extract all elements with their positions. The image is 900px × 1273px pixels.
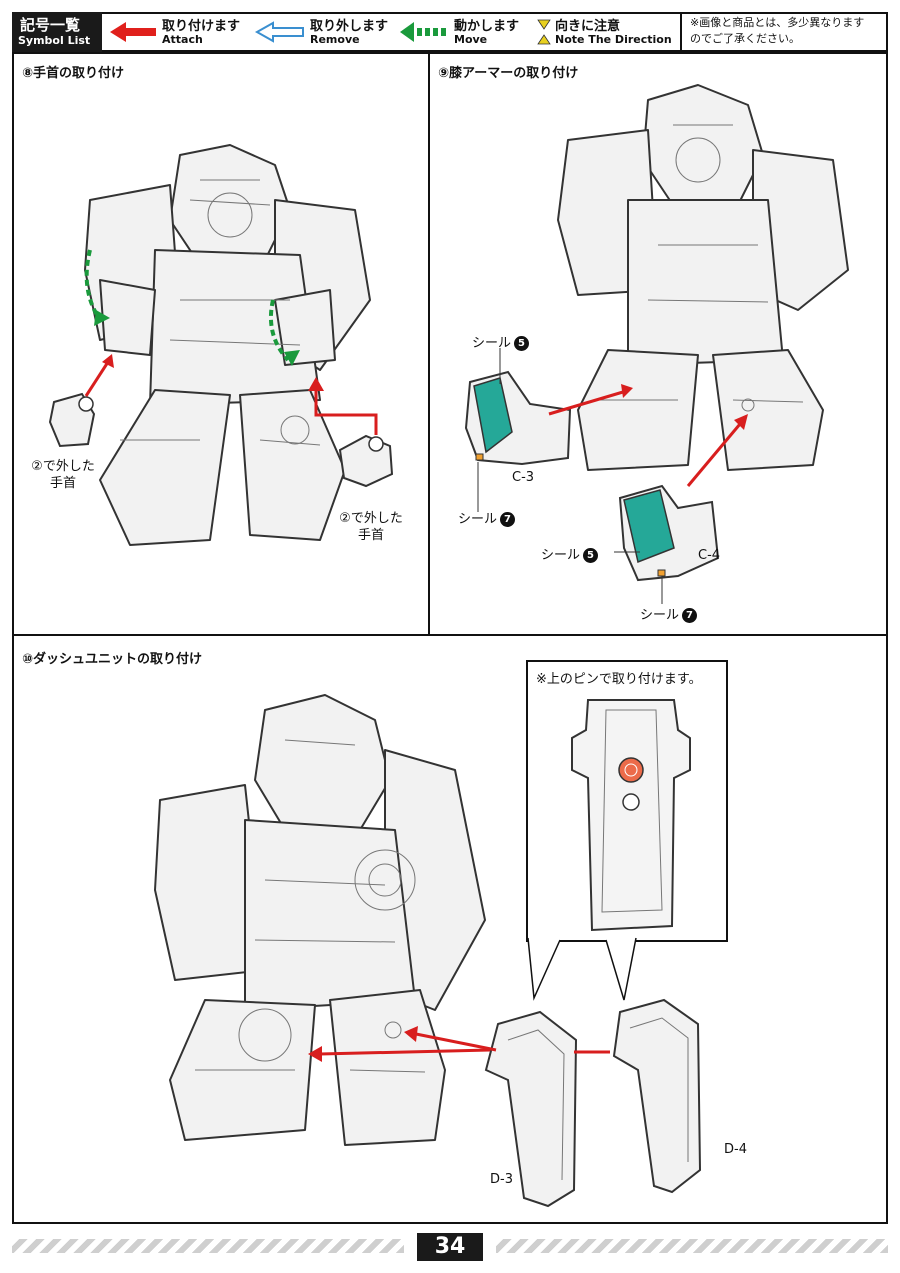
- seal-text: シール: [472, 336, 512, 351]
- attach-arrow-step8-right: [308, 377, 378, 435]
- step10-title: ⑩ダッシュユニットの取り付け: [22, 652, 203, 667]
- robot-illustration-step10: [154, 694, 486, 1146]
- legend-remove: 取り外します Remove: [252, 12, 400, 52]
- dash-unit-pin-closeup: [571, 699, 691, 932]
- attach-arrow-step9-c3: [548, 384, 633, 416]
- knee-armor-c3: [464, 370, 572, 466]
- outline-arrow-icon: [254, 21, 304, 43]
- seal-number-7: 7: [682, 608, 698, 623]
- disclaimer-text: ※画像と商品とは、多少異なります のでご了承ください。: [690, 16, 865, 45]
- legend-remove-en: Remove: [310, 33, 360, 46]
- legend-direction-jp: 向きに注意: [555, 19, 621, 34]
- panel-divider-vertical: [428, 52, 430, 636]
- green-dashed-arrow-icon: [400, 22, 446, 42]
- robot-illustration-step9: [557, 84, 849, 471]
- legend-attach-en: Attach: [162, 33, 203, 46]
- attach-arrow-step8-left: [84, 354, 114, 397]
- legend-remove-jp: 取り外します: [310, 19, 389, 34]
- part-label-d3: D-3: [490, 1172, 513, 1187]
- legend-move-en: Move: [454, 33, 488, 46]
- part-label-c4: C-4: [698, 548, 721, 563]
- step8-label-right: ②で外した 手首: [339, 511, 403, 543]
- symbol-list-en: Symbol List: [18, 34, 91, 47]
- step8-title: ⑧手首の取り付け: [22, 66, 125, 81]
- attach-arrows-step10: [308, 1026, 610, 1062]
- part-label-c3: C-3: [512, 470, 535, 485]
- panels-frame: [12, 52, 888, 1224]
- legend-direction: 向きに注意 Note The Direction: [535, 12, 680, 52]
- panel-divider-horizontal: [12, 634, 888, 636]
- seal-number-5: 5: [514, 336, 530, 351]
- legend-direction-en: Note The Direction: [555, 33, 672, 46]
- seal-text: シール: [541, 548, 581, 563]
- robot-illustration-step8: [84, 144, 371, 546]
- legend-move: 動かします Move: [400, 12, 535, 52]
- page-number: 34: [417, 1233, 483, 1261]
- legend-attach-jp: 取り付けます: [162, 19, 241, 34]
- footer-stripes-left: [12, 1239, 404, 1253]
- symbol-list-badge: 記号一覧 Symbol List: [12, 12, 102, 52]
- dash-unit-d4: [612, 998, 702, 1194]
- seal-leader-lines: [477, 348, 663, 604]
- direction-icon: [537, 19, 551, 45]
- footer-stripes-right: [496, 1239, 888, 1253]
- loose-hand-left: [48, 392, 96, 448]
- part-label-d4: D-4: [724, 1142, 747, 1157]
- loose-hand-right: [338, 434, 394, 488]
- symbol-list-jp: 記号一覧: [20, 16, 81, 34]
- legend-attach: 取り付けます Attach: [104, 12, 252, 52]
- dash-unit-d3: [484, 1010, 578, 1208]
- pin-callout-text: ※上のピンで取り付けます。: [536, 672, 702, 687]
- attach-arrow-step9-c4: [686, 414, 748, 487]
- step9-title: ⑨膝アーマーの取り付け: [438, 66, 579, 81]
- legend-move-jp: 動かします: [454, 19, 520, 34]
- knee-armor-c4: [618, 484, 720, 582]
- seal-number-7: 7: [500, 512, 516, 527]
- seal-text: シール: [458, 512, 498, 527]
- disclaimer-box: ※画像と商品とは、多少異なります のでご了承ください。: [680, 12, 888, 52]
- seal-number-5: 5: [583, 548, 599, 563]
- header: 記号一覧 Symbol List 取り付けます Attach 取り外します Re…: [12, 12, 888, 52]
- step8-label-left: ②で外した 手首: [31, 459, 95, 491]
- callout-pointers: [527, 937, 637, 1001]
- red-arrow-icon: [110, 22, 156, 42]
- seal-text: シール: [640, 608, 680, 623]
